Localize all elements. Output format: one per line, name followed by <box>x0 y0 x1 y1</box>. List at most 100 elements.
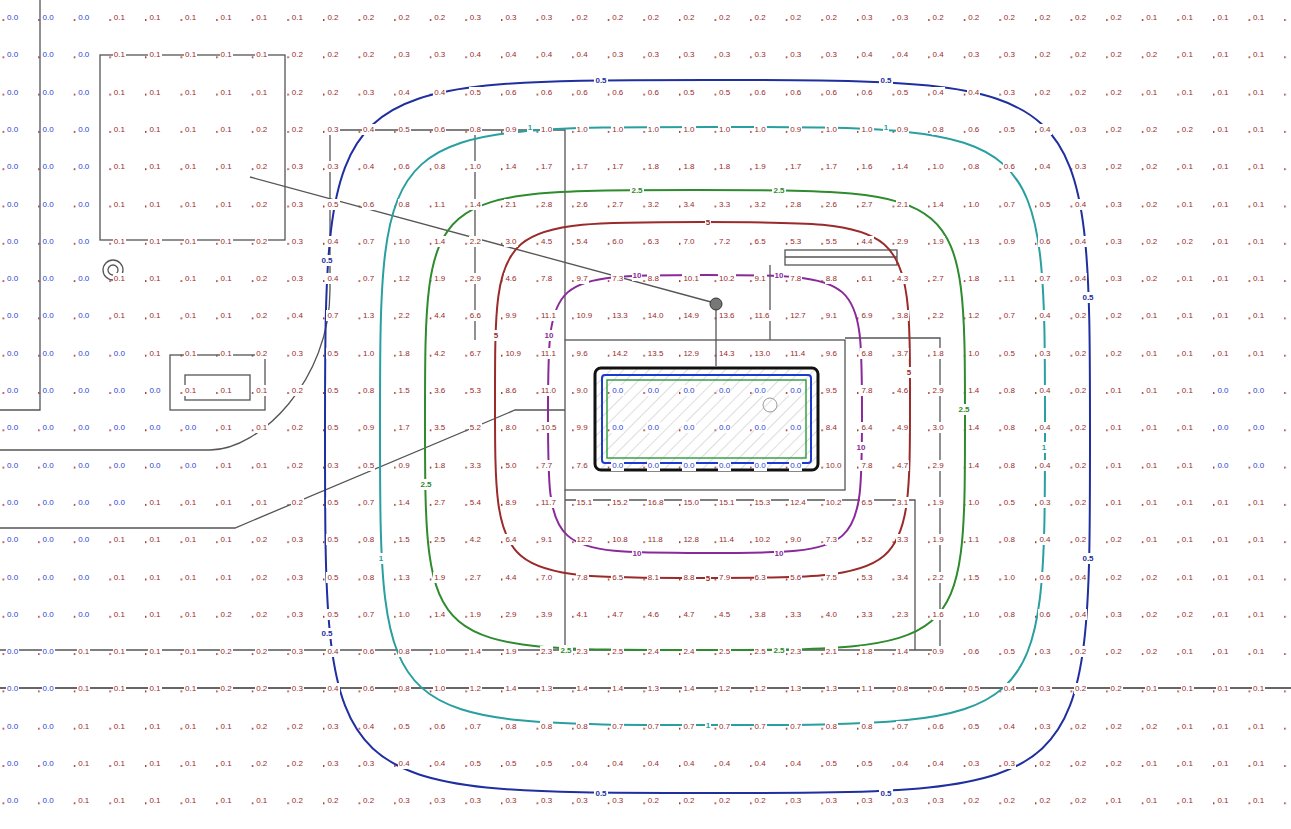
illuminance-value: 7.5 <box>825 572 838 583</box>
illuminance-value: 0.2 <box>754 795 767 806</box>
illuminance-value: 0.1 <box>184 385 197 396</box>
illuminance-value: 9.1 <box>754 273 767 284</box>
illuminance-value: 0.7 <box>469 721 482 732</box>
illuminance-value: 0.4 <box>647 758 660 769</box>
illuminance-value: 1.5 <box>967 572 980 583</box>
illuminance-value: 0.1 <box>148 646 161 657</box>
illuminance-value: 0.6 <box>1038 609 1051 620</box>
illuminance-value: 0.2 <box>1074 12 1087 23</box>
illuminance-value: 0.8 <box>398 199 411 210</box>
illuminance-value: 0.0 <box>42 460 55 471</box>
illuminance-value: 0.2 <box>1110 348 1123 359</box>
illuminance-value: 0.3 <box>932 795 945 806</box>
illuminance-value: 8.8 <box>825 273 838 284</box>
illuminance-value: 0.6 <box>932 721 945 732</box>
illuminance-value: 0.2 <box>220 609 233 620</box>
illuminance-value: 0.1 <box>184 758 197 769</box>
illuminance-value: 13.3 <box>611 310 629 321</box>
illuminance-value: 0.4 <box>576 758 589 769</box>
illuminance-value: 0.0 <box>113 348 126 359</box>
illuminance-value: 0.2 <box>1145 721 1158 732</box>
illuminance-value: 0.4 <box>932 758 945 769</box>
illuminance-value: 0.1 <box>1181 721 1194 732</box>
illuminance-value: 7.3 <box>825 534 838 545</box>
illuminance-value: 15.2 <box>611 497 629 508</box>
illuminance-value: 0.5 <box>967 683 980 694</box>
illuminance-value: 0.6 <box>754 87 767 98</box>
illuminance-value: 0.1 <box>184 310 197 321</box>
illuminance-value: 0.7 <box>362 236 375 247</box>
illuminance-value: 0.1 <box>148 572 161 583</box>
contour-label: 0.5 <box>320 255 333 266</box>
illuminance-value: 0.0 <box>6 758 19 769</box>
illuminance-value: 0.4 <box>754 758 767 769</box>
illuminance-value: 0.2 <box>1074 534 1087 545</box>
illuminance-value: 0.1 <box>148 534 161 545</box>
illuminance-value: 0.6 <box>1038 236 1051 247</box>
illuminance-value: 4.2 <box>469 534 482 545</box>
illuminance-value: 14.9 <box>682 310 700 321</box>
illuminance-value: 0.2 <box>1110 572 1123 583</box>
illuminance-value: 10.2 <box>718 273 736 284</box>
illuminance-value: 0.2 <box>326 49 339 60</box>
illuminance-value: 0.4 <box>1074 609 1087 620</box>
illuminance-value: 3.3 <box>789 609 802 620</box>
illuminance-value: 8.8 <box>682 572 695 583</box>
illuminance-value: 0.1 <box>184 795 197 806</box>
illuminance-value: 0.1 <box>148 310 161 321</box>
illuminance-value: 0.4 <box>1038 124 1051 135</box>
illuminance-value: 11.1 <box>540 310 557 321</box>
illuminance-value: 0.2 <box>1003 12 1016 23</box>
illuminance-value: 0.0 <box>611 422 624 433</box>
illuminance-value: 1.1 <box>433 199 446 210</box>
illuminance-value: 1.9 <box>433 273 446 284</box>
illuminance-value: 2.9 <box>504 609 517 620</box>
illuminance-value: 0.3 <box>611 795 624 806</box>
illuminance-value: 4.2 <box>433 348 446 359</box>
illuminance-value: 0.3 <box>576 795 589 806</box>
illuminance-value: 0.2 <box>647 12 660 23</box>
illuminance-value: 3.0 <box>932 422 945 433</box>
illuminance-value: 2.3 <box>576 646 589 657</box>
illuminance-value: 0.3 <box>398 795 411 806</box>
illuminance-value: 2.7 <box>611 199 624 210</box>
illuminance-value: 0.3 <box>469 795 482 806</box>
isolux-line <box>325 80 1090 793</box>
illuminance-value: 0.4 <box>469 49 482 60</box>
illuminance-value: 0.0 <box>113 497 126 508</box>
illuminance-value: 0.1 <box>184 534 197 545</box>
illuminance-value: 0.0 <box>718 460 731 471</box>
illuminance-value: 0.5 <box>1003 348 1016 359</box>
illuminance-value: 7.7 <box>540 460 553 471</box>
illuminance-value: 0.7 <box>1003 310 1016 321</box>
illuminance-value: 0.1 <box>220 49 233 60</box>
illuminance-value: 0.5 <box>326 497 339 508</box>
illuminance-value: 0.9 <box>1003 236 1016 247</box>
illuminance-value: 0.2 <box>398 12 411 23</box>
illuminance-value: 0.3 <box>967 758 980 769</box>
illuminance-value: 0.1 <box>184 161 197 172</box>
illuminance-value: 0.2 <box>255 683 268 694</box>
illuminance-value: 1.0 <box>932 161 945 172</box>
illuminance-value: 6.5 <box>611 572 624 583</box>
illuminance-value: 0.2 <box>647 795 660 806</box>
illuminance-value: 9.1 <box>825 310 838 321</box>
illuminance-value: 0.2 <box>1038 49 1051 60</box>
illuminance-value: 1.1 <box>967 534 980 545</box>
illuminance-value: 0.1 <box>255 422 268 433</box>
illuminance-value: 0.1 <box>184 683 197 694</box>
illuminance-value: 0.1 <box>1252 273 1265 284</box>
illuminance-value: 0.6 <box>789 87 802 98</box>
illuminance-value: 0.3 <box>291 646 304 657</box>
illuminance-value: 0.8 <box>1003 385 1016 396</box>
illuminance-value: 3.3 <box>469 460 482 471</box>
illuminance-value: 0.2 <box>1074 795 1087 806</box>
illuminance-value: 0.7 <box>754 721 767 732</box>
illuminance-value: 5.0 <box>504 460 517 471</box>
illuminance-value: 0.1 <box>1252 236 1265 247</box>
illuminance-value: 0.7 <box>1003 199 1016 210</box>
illuminance-value: 6.5 <box>860 497 873 508</box>
illuminance-value: 10.8 <box>611 534 629 545</box>
illuminance-value: 0.8 <box>540 721 553 732</box>
illuminance-value: 1.4 <box>967 385 980 396</box>
